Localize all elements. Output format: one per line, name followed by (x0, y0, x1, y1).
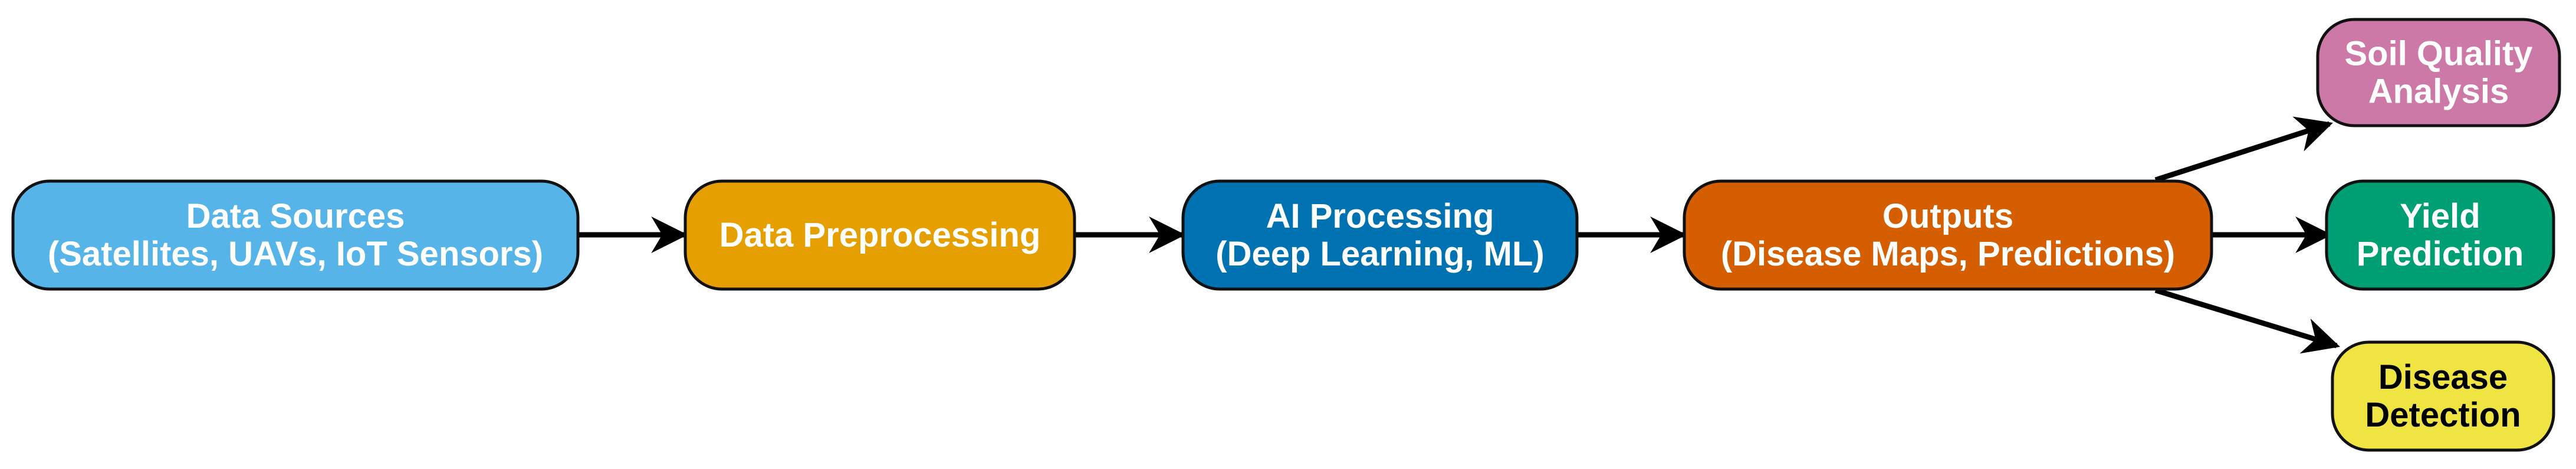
node-box-soil-quality-analysis (2316, 18, 2561, 127)
edge-outputs-to-disease-detection (2154, 287, 2340, 354)
node-data-preprocessing: Data Preprocessing (684, 179, 1076, 291)
node-label-disease-detection-line-1: Disease (2378, 358, 2508, 396)
node-box-yield-prediction (2325, 179, 2555, 291)
node-label-data-preprocessing-line-1: Data Preprocessing (719, 216, 1041, 254)
edge-outputs-to-soil-quality-analysis (2154, 116, 2333, 183)
node-label-ai-processing-line-2: (Deep Learning, ML) (1215, 235, 1544, 273)
node-data-sources: Data Sources(Satellites, UAVs, IoT Senso… (11, 179, 580, 291)
node-label-data-sources-line-1: Data Sources (186, 197, 405, 235)
node-ai-processing: AI Processing(Deep Learning, ML) (1181, 179, 1579, 291)
node-label-ai-processing-line-1: AI Processing (1266, 197, 1494, 235)
node-outputs: Outputs(Disease Maps, Predictions) (1683, 179, 2213, 291)
edges-layer (578, 116, 2340, 354)
nodes-layer: Data Sources(Satellites, UAVs, IoT Senso… (11, 18, 2561, 452)
node-box-ai-processing (1181, 179, 1579, 291)
node-label-disease-detection-line-2: Detection (2365, 396, 2521, 434)
node-label-data-sources-line-2: (Satellites, UAVs, IoT Sensors) (48, 235, 543, 273)
node-label-soil-quality-analysis-line-2: Analysis (2368, 73, 2509, 111)
node-label-outputs-line-1: Outputs (1882, 197, 2013, 235)
node-label-yield-prediction-line-1: Yield (2400, 197, 2480, 235)
node-label-soil-quality-analysis-line-1: Soil Quality (2344, 35, 2532, 73)
node-box-outputs (1683, 179, 2213, 291)
node-label-outputs-line-2: (Disease Maps, Predictions) (1721, 235, 2175, 273)
node-box-data-sources (11, 179, 580, 291)
node-label-yield-prediction-line-2: Prediction (2357, 235, 2524, 273)
node-box-disease-detection (2331, 340, 2555, 452)
node-box-data-preprocessing (684, 179, 1076, 291)
